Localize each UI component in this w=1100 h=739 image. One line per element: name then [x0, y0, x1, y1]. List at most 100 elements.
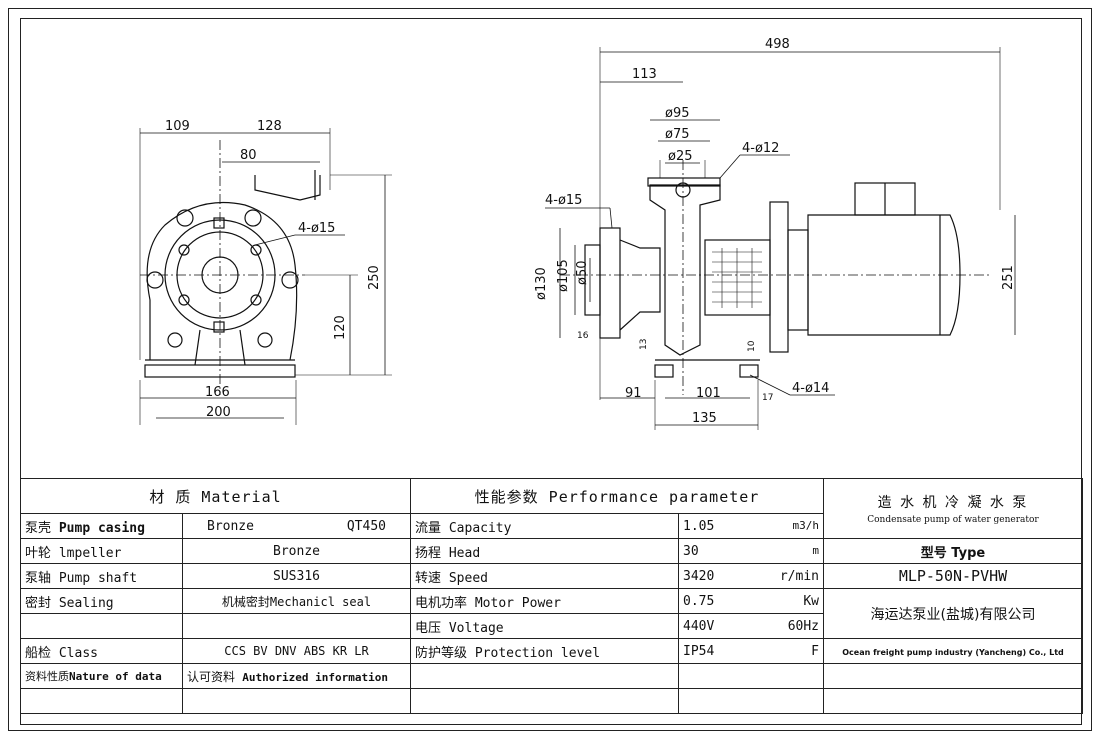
label-cn: 扬程 [415, 545, 442, 561]
material-row-impeller-value: Bronze [182, 538, 411, 564]
value: 3420 [683, 568, 715, 584]
product-name-cn: 造 水 机 冷 凝 水 泵 [877, 495, 1029, 511]
type-label: 型号 Type [823, 538, 1083, 564]
label-cn: 资料性质 [25, 670, 69, 683]
value: IP54 [683, 643, 715, 659]
label-cn: 船检 [25, 645, 52, 661]
label-en: Protection level [474, 645, 601, 661]
dim-4-dia12: 4-ø12 [742, 141, 779, 156]
dim-166: 166 [205, 385, 230, 400]
label-cn: 转速 [415, 570, 442, 586]
label-en: Pump casing [58, 520, 145, 536]
dim-4-dia15-front: 4-ø15 [298, 221, 335, 236]
label-cn: 防护等级 [415, 645, 468, 661]
unit: r/min [779, 568, 819, 584]
material-row-sealing-label: 密封 Sealing [20, 588, 183, 614]
company-name-en: Ocean freight pump industry (Yancheng) C… [842, 647, 1064, 657]
value-b: QT450 [346, 518, 386, 534]
label-en: lmpeller [58, 545, 122, 561]
dim-113: 113 [632, 67, 657, 82]
side-suction-flange [599, 227, 621, 339]
perf-row-head-label: 扬程 Head [410, 538, 679, 564]
unit: 60Hz [787, 618, 819, 634]
dim-101: 101 [696, 386, 721, 401]
unit: Kw [803, 593, 819, 609]
dim-498: 498 [765, 37, 790, 52]
outer-frame [8, 8, 1092, 731]
performance-header: 性能参数 Performance parameter [410, 478, 824, 514]
perf-row-protection-label: 防护等级 Protection level [410, 638, 679, 664]
perf-row-power-label: 电机功率 Motor Power [410, 588, 679, 614]
material-row-class-value: CCS BV DNV ABS KR LR [182, 638, 411, 664]
front-casing [146, 201, 298, 361]
dim-dia75: ø75 [665, 127, 690, 142]
value-a: 认可资料 [187, 669, 236, 684]
front-view [139, 128, 392, 425]
dim-120: 120 [333, 315, 348, 340]
material-row-class-label: 船检 Class [20, 638, 183, 664]
perf-row-voltage-label: 电压 Voltage [410, 613, 679, 639]
dim-dia95: ø95 [665, 106, 690, 121]
product-name-en: Condensate pump of water generator [867, 515, 1039, 525]
label-en: Motor Power [474, 595, 561, 611]
dim-200: 200 [206, 405, 231, 420]
value: 1.05 [683, 518, 715, 534]
label-cn: 电机功率 [415, 595, 468, 611]
label-cn: 流量 [415, 520, 442, 536]
material-row-shaft-value: SUS316 [182, 563, 411, 589]
dim-251: 251 [1001, 265, 1016, 290]
material-row-empty-label [20, 613, 183, 639]
label-cn: 泵轴 [25, 570, 52, 586]
title-empty-cell [823, 663, 1083, 689]
front-dimensions: 109 128 80 4-ø15 250 120 166 200 [165, 119, 382, 420]
empty-cell-4 [678, 688, 824, 714]
dim-80: 80 [240, 148, 257, 163]
empty-cell-3 [410, 688, 679, 714]
side-coupling [704, 239, 771, 316]
dim-dia105: ø105 [556, 259, 571, 292]
label-en: Nature of data [69, 670, 162, 683]
material-header: 材 质 Material [20, 478, 411, 514]
side-volute [649, 184, 721, 356]
dim-109: 109 [165, 119, 190, 134]
value-b: Authorized information [242, 670, 388, 684]
empty-cell-1 [20, 688, 183, 714]
title-name-cell: 造 水 机 冷 凝 水 泵 Condensate pump of water g… [823, 478, 1083, 539]
material-row-sealing-value: 机械密封Mechanicl seal [182, 588, 411, 614]
material-row-casing-label: 泵壳 Pump casing [20, 513, 183, 539]
dim-4-dia14: 4-ø14 [792, 381, 829, 396]
technical-drawing: 109 128 80 4-ø15 250 120 166 200 [139, 37, 1016, 430]
dim-135: 135 [692, 411, 717, 426]
dim-16: 16 [577, 331, 589, 341]
label-en: Sealing [58, 595, 114, 611]
dim-4-dia15-side: 4-ø15 [545, 193, 582, 208]
material-row-nature-label: 资料性质Nature of data [20, 663, 183, 689]
label-cn: 泵壳 [25, 520, 52, 536]
material-row-impeller-label: 叶轮 lmpeller [20, 538, 183, 564]
dim-10: 10 [747, 340, 757, 352]
value: 30 [683, 543, 699, 559]
label-en: Capacity [448, 520, 512, 536]
dim-91: 91 [625, 386, 642, 401]
side-dimensions: 498 113 ø95 ø75 ø25 4-ø12 4-ø15 ø130 ø10… [534, 37, 1016, 426]
value: 0.75 [683, 593, 715, 609]
side-view [545, 47, 1016, 430]
material-row-empty-value [182, 613, 411, 639]
dim-250: 250 [367, 265, 382, 290]
label-en: Class [58, 645, 98, 661]
dim-13: 13 [639, 339, 649, 350]
perf-row-capacity-label: 流量 Capacity [410, 513, 679, 539]
material-row-shaft-label: 泵轴 Pump shaft [20, 563, 183, 589]
company-name-cn: 海运达泵业(盐城)有限公司 [823, 588, 1083, 639]
perf-row-power-value: 0.75 Kw [678, 588, 824, 614]
unit: m [812, 543, 819, 557]
label-en: Head [448, 545, 481, 561]
label-en: Voltage [448, 620, 504, 636]
label-cn: 叶轮 [25, 545, 52, 561]
inner-frame [20, 18, 1082, 725]
value-a: Bronze [207, 518, 254, 534]
company-name-en-cell: Ocean freight pump industry (Yancheng) C… [823, 638, 1083, 664]
unit: F [811, 643, 819, 659]
